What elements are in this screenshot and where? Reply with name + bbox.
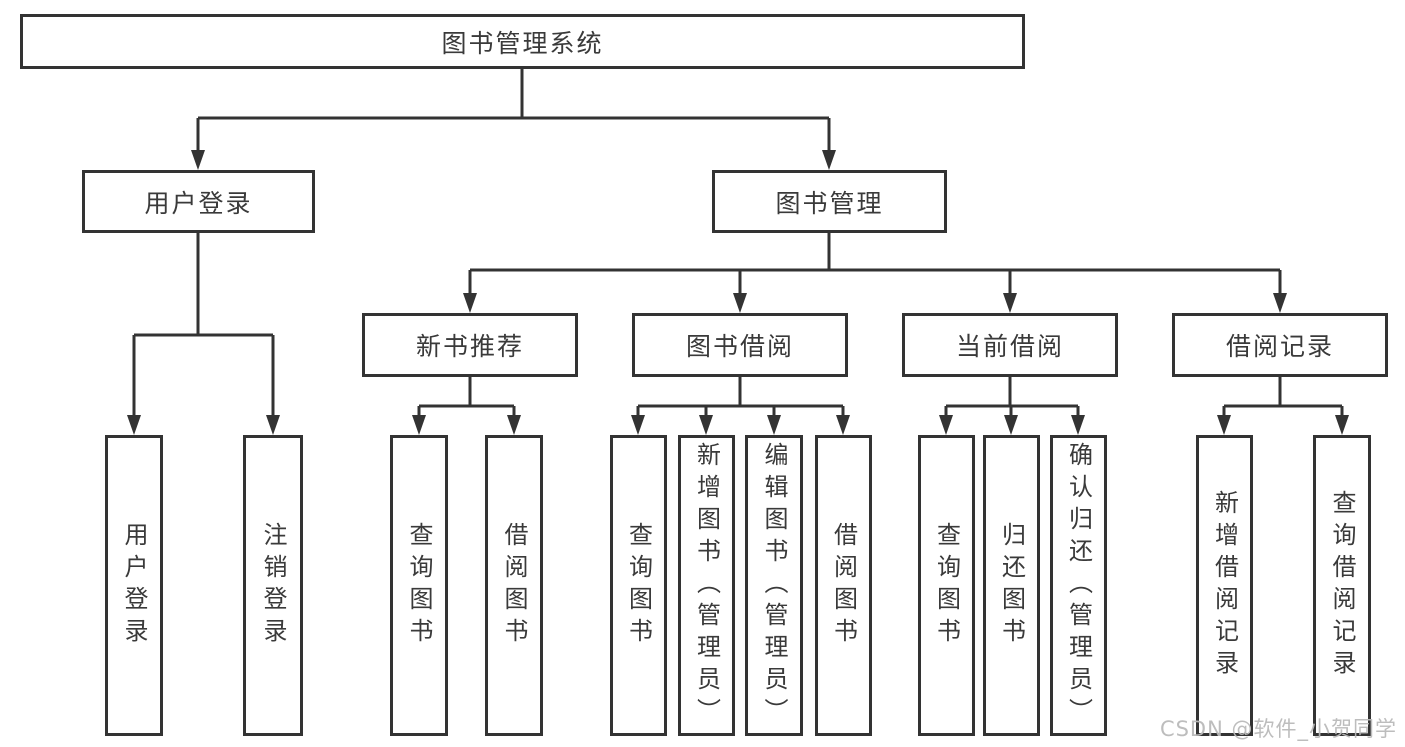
node-book-borrow: 图书借阅 — [632, 313, 848, 377]
node-current-borrow: 当前借阅 — [902, 313, 1118, 377]
leaf-current-query-books-label: 查询图书 — [932, 521, 961, 650]
connector-root — [191, 68, 836, 170]
watermark: CSDN @软件_小贺同学 — [1159, 717, 1397, 741]
node-new-book-recommend-label: 新书推荐 — [415, 332, 524, 361]
leaf-add-book-admin-label: 新增图书（管理员） — [692, 441, 721, 730]
node-borrow-records-label: 借阅记录 — [1225, 332, 1334, 361]
leaf-borrow-books-label: 借阅图书 — [829, 521, 858, 650]
node-borrow-records: 借阅记录 — [1172, 313, 1388, 377]
connector-current-borrow — [939, 377, 1085, 435]
node-current-borrow-label: 当前借阅 — [955, 332, 1064, 361]
leaf-edit-book-admin-label: 编辑图书（管理员） — [760, 441, 788, 730]
leaf-return-book: 归还图书 — [983, 435, 1040, 736]
leaf-recommend-query-books-label: 查询图书 — [405, 521, 433, 650]
leaf-logout-label: 注销登录 — [259, 521, 287, 650]
leaf-query-borrow-record: 查询借阅记录 — [1313, 435, 1371, 736]
node-user-login-label: 用户登录 — [144, 188, 253, 218]
leaf-borrow-books: 借阅图书 — [815, 435, 872, 736]
leaf-add-borrow-record: 新增借阅记录 — [1196, 435, 1253, 736]
connector-user-login — [127, 233, 280, 435]
connector-borrow-records — [1217, 377, 1349, 435]
leaf-add-book-admin: 新增图书（管理员） — [678, 435, 735, 736]
leaf-recommend-query-books: 查询图书 — [390, 435, 448, 736]
node-root-label: 图书管理系统 — [441, 28, 604, 58]
node-book-management: 图书管理 — [712, 170, 947, 233]
leaf-current-query-books: 查询图书 — [918, 435, 975, 736]
node-book-management-label: 图书管理 — [775, 188, 884, 218]
leaf-borrow-query-books: 查询图书 — [610, 435, 667, 736]
leaf-user-login-label: 用户登录 — [120, 521, 148, 650]
node-user-login: 用户登录 — [82, 170, 315, 233]
leaf-edit-book-admin: 编辑图书（管理员） — [745, 435, 803, 736]
connector-book-borrow — [631, 377, 850, 435]
leaf-add-borrow-record-label: 新增借阅记录 — [1210, 489, 1239, 682]
leaf-confirm-return-admin-label: 确认归还（管理员） — [1064, 441, 1093, 730]
leaf-confirm-return-admin: 确认归还（管理员） — [1050, 435, 1107, 736]
leaf-logout: 注销登录 — [243, 435, 303, 736]
leaf-query-borrow-record-label: 查询借阅记录 — [1328, 489, 1356, 682]
leaf-borrow-query-books-label: 查询图书 — [624, 521, 653, 650]
leaf-user-login: 用户登录 — [105, 435, 163, 736]
connector-book-management — [463, 233, 1287, 313]
node-book-borrow-label: 图书借阅 — [685, 332, 794, 361]
leaf-recommend-borrow-books-label: 借阅图书 — [500, 521, 528, 650]
node-new-book-recommend: 新书推荐 — [362, 313, 578, 377]
connector-new-book-recommend — [412, 377, 521, 435]
node-root: 图书管理系统 — [20, 14, 1025, 69]
leaf-return-book-label: 归还图书 — [997, 521, 1026, 650]
leaf-recommend-borrow-books: 借阅图书 — [485, 435, 543, 736]
